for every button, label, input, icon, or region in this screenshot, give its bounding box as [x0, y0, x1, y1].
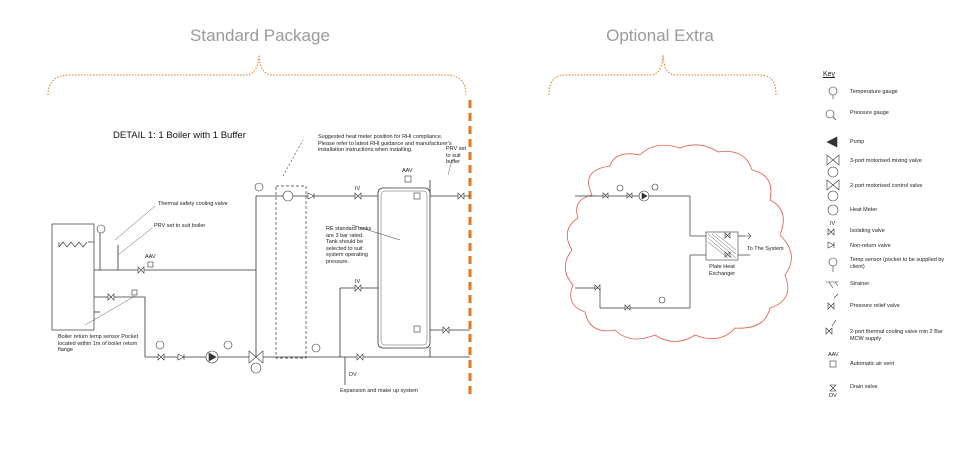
- optional-extra-heading: Optional Extra: [606, 26, 714, 45]
- key-label-strainer: Strainer: [850, 281, 870, 287]
- temp-sensor-icon: [828, 257, 838, 267]
- drain-valve-icon: [829, 384, 837, 392]
- to-system-label: To The System: [747, 246, 784, 252]
- thermal-cooling-valve-icon: [825, 319, 837, 335]
- phe-label: Plate Heat Exchanger: [708, 264, 736, 277]
- optional-cloud: [564, 144, 792, 342]
- standard-bracket: [47, 54, 467, 96]
- temperature-gauge-icon: [616, 184, 624, 192]
- key-label-pressure-relief-valve: Pressure relief valve: [850, 303, 900, 309]
- key-label-non-return-valve: Non-return valve: [850, 243, 891, 249]
- heat-meter-icon: [282, 190, 294, 202]
- mixing-valve-icon: [826, 154, 840, 166]
- main-symbols: [96, 175, 465, 374]
- key-label-temperature-gauge: Temperature gauge: [850, 89, 898, 95]
- key-symbols: [825, 86, 840, 392]
- return-sensor-label: Boiler return temp sensor Pocket located…: [58, 334, 139, 354]
- pressure-gauge-icon: [825, 109, 835, 119]
- temperature-gauge-icon: [254, 182, 264, 192]
- key-aav-text: AAV: [828, 352, 839, 358]
- pump-icon: [826, 136, 838, 148]
- key-title: Key: [823, 71, 836, 78]
- mixing-valve-icon: [248, 350, 264, 364]
- pressure-gauge-icon: [96, 224, 106, 234]
- tank-note: RE standard tanks are 3 bar rated. Tank …: [326, 226, 372, 265]
- control-valve-icon: [826, 179, 840, 191]
- prv-boiler-label: PRV set to suit boiler: [154, 223, 206, 229]
- isolating-valve-icon: [137, 266, 145, 274]
- pressure-gauge-icon: [223, 340, 233, 350]
- non-return-valve-icon: [177, 353, 185, 361]
- heat-meter-dashed-box: [275, 185, 307, 359]
- key-label-isolating-valve: Isolating valve: [850, 228, 885, 234]
- heat-meter-note: Suggested heat meter position for RHI co…: [318, 134, 452, 154]
- pressure-relief-valve-icon: [827, 293, 839, 310]
- key-label-temp-sensor: Temp sensor (pocket to be supplied by cl…: [850, 257, 945, 270]
- iv-label: IV: [355, 186, 361, 192]
- key-label-heat-meter: Heat Meter: [850, 207, 878, 213]
- pressure-gauge-icon: [155, 340, 165, 350]
- pressure-gauge-icon: [651, 183, 659, 191]
- heat-meter-icon: [827, 204, 839, 216]
- non-return-valve-icon: [827, 241, 835, 249]
- temperature-gauge-icon: [658, 296, 666, 304]
- strainer-icon: [826, 281, 839, 289]
- buffer-tank: [377, 187, 431, 349]
- prv-buffer-label: PRV set to suit buffer: [446, 146, 467, 166]
- optional-pipework: [575, 195, 750, 309]
- isolating-valve-icon: [827, 228, 835, 236]
- air-vent-icon: [829, 360, 837, 368]
- boiler: [51, 223, 95, 331]
- dv-label: DV: [349, 372, 357, 378]
- key-dv-text: DV: [829, 393, 837, 399]
- key-label-drain-valve: Drain valve: [850, 384, 878, 390]
- key-label-pressure-gauge: Pressure gauge: [850, 110, 889, 116]
- thermal-safety-label: Thermal safety cooling valve: [158, 201, 228, 207]
- key-label-control-valve: 2-port motorised control valve: [850, 183, 923, 189]
- detail-title: DETAIL 1: 1 Boiler with 1 Buffer: [113, 130, 246, 141]
- optional-bracket: [548, 54, 777, 96]
- aav-boiler-label: AAV: [145, 254, 156, 260]
- standard-package-heading: Standard Package: [190, 26, 330, 45]
- key-label-thermal-cooling-valve: 2-port thermal cooling valve min 2 Bar M…: [850, 329, 943, 342]
- key-label-air-vent: Automatic air vent: [850, 361, 895, 367]
- iv-label: IV: [355, 279, 361, 285]
- temperature-gauge-icon: [311, 343, 321, 353]
- expansion-label: Expansion and make up system: [340, 388, 418, 394]
- key-label-mixing-valve: 3-port motorised mixing valve: [850, 158, 922, 164]
- key-iv-text: IV: [830, 221, 836, 227]
- key-label-pump: Pump: [850, 139, 865, 145]
- temperature-gauge-icon: [828, 86, 838, 96]
- aav-tank-label: AAV: [402, 168, 413, 174]
- optional-symbols: [594, 183, 739, 311]
